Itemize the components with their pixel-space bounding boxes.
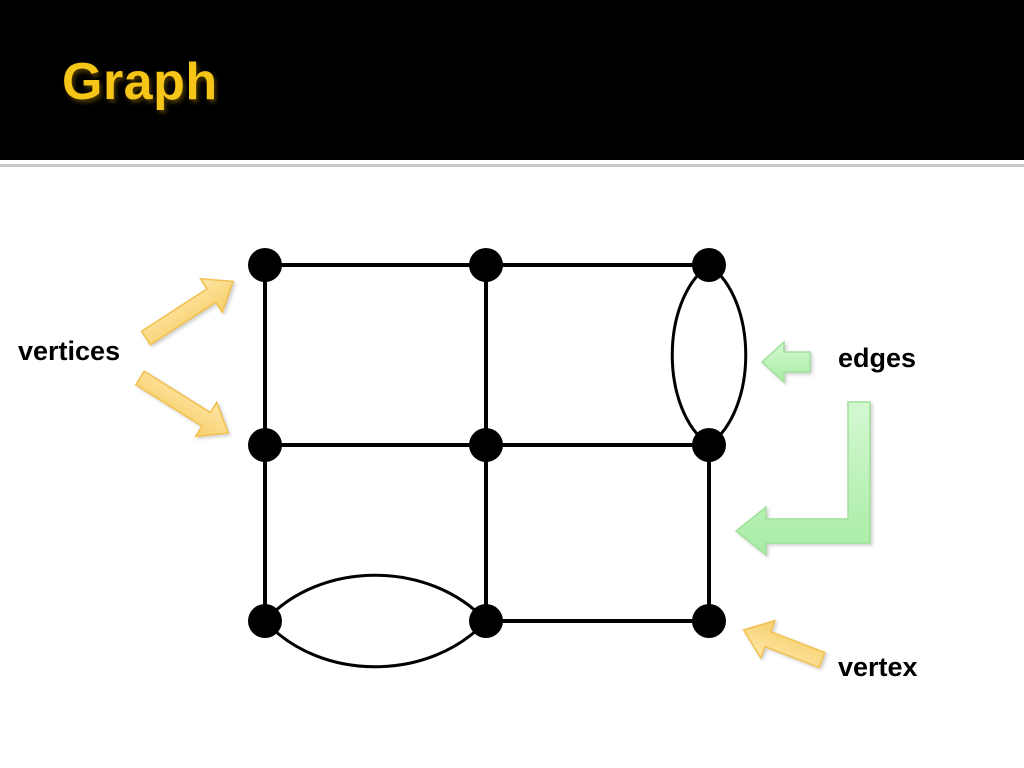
vertex-node xyxy=(469,428,503,462)
vertex-node xyxy=(248,604,282,638)
graph-vertices xyxy=(248,248,726,638)
slide-title: Graph xyxy=(62,53,218,111)
arrow-up-left-icon xyxy=(742,619,826,669)
vertices-label: vertices xyxy=(18,336,121,366)
graph-edges xyxy=(263,263,711,623)
edge-arrows xyxy=(734,340,871,557)
edge-curve xyxy=(263,573,488,623)
title-bar xyxy=(0,0,1024,160)
vertex-node xyxy=(692,248,726,282)
edges-label: edges xyxy=(838,343,917,373)
vertex-node xyxy=(692,604,726,638)
edge-curve xyxy=(263,619,488,669)
vertex-label: vertex xyxy=(838,652,918,682)
vertex-arrows xyxy=(134,277,826,669)
bent-arrow-icon xyxy=(734,401,871,557)
vertex-node xyxy=(248,428,282,462)
vertex-node xyxy=(469,248,503,282)
vertex-node xyxy=(692,428,726,462)
title-divider xyxy=(0,164,1024,167)
arrow-down-right-icon xyxy=(134,370,230,438)
edge-curve xyxy=(670,263,710,447)
edge-curve xyxy=(708,263,748,447)
arrow-left-icon xyxy=(760,340,811,384)
graph-multi-edges xyxy=(263,263,748,669)
arrow-up-right-icon xyxy=(140,277,235,346)
vertex-node xyxy=(248,248,282,282)
vertex-node xyxy=(469,604,503,638)
